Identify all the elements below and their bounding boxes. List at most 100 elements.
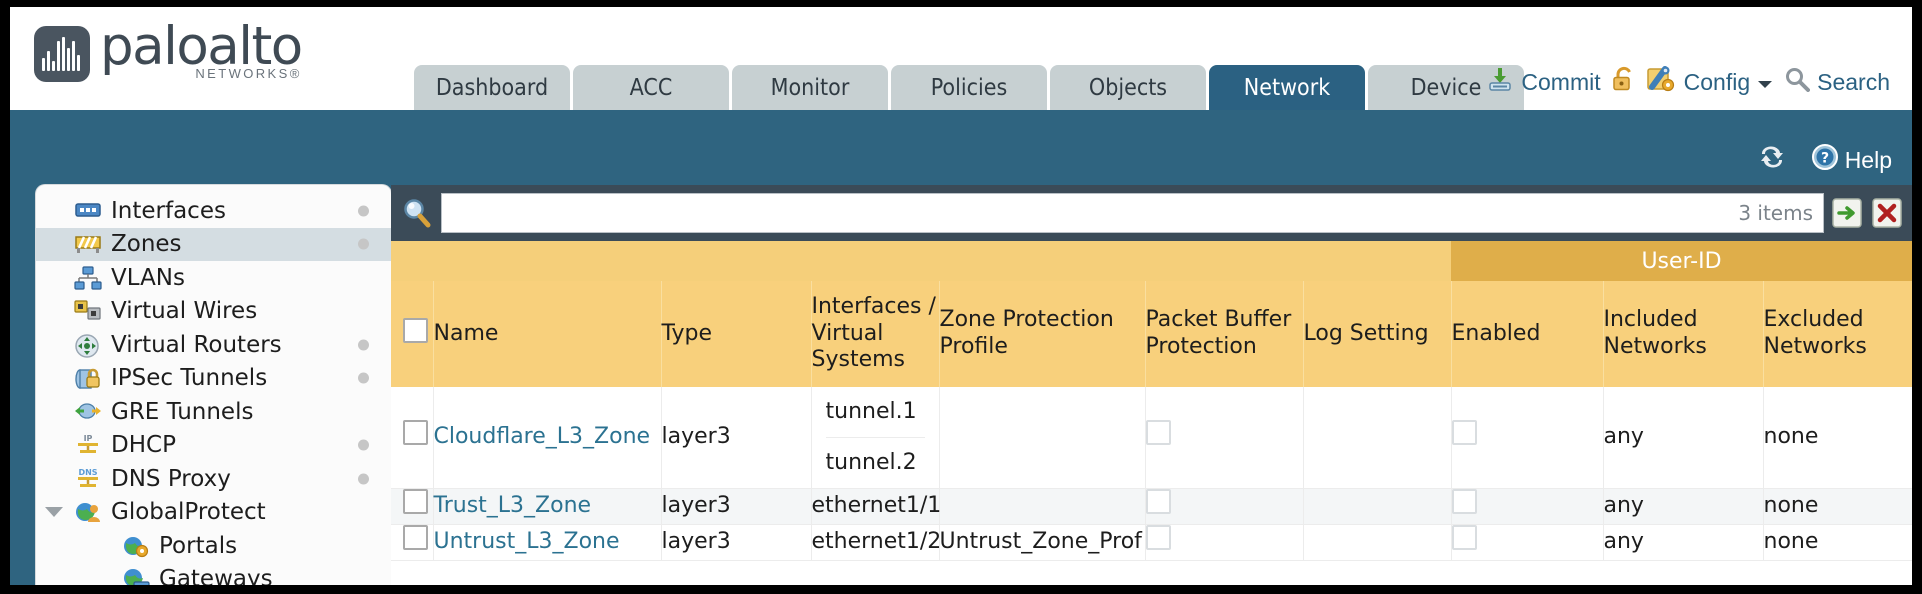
- tab-device[interactable]: Device: [1368, 65, 1524, 110]
- row-checkbox[interactable]: [403, 524, 428, 550]
- sidebar-item-virtual-routers[interactable]: Virtual Routers: [36, 328, 391, 362]
- column-header-interfaces-virtual-systems[interactable]: Interfaces / Virtual Systems: [811, 281, 940, 387]
- row-select-cell[interactable]: [391, 387, 434, 489]
- row-checkbox[interactable]: [403, 488, 428, 514]
- row-select-cell[interactable]: [391, 524, 434, 561]
- config-label: Config: [1683, 68, 1751, 95]
- expand-collapse-caret-icon[interactable]: [45, 507, 63, 518]
- refresh-button[interactable]: [1757, 144, 1793, 176]
- sidebar-item-zones[interactable]: Zones: [36, 227, 391, 261]
- column-header-excluded-networks[interactable]: Excluded Networks: [1763, 281, 1912, 387]
- column-header-type[interactable]: Type: [661, 281, 812, 387]
- sidebar-item-label: GlobalProtect: [111, 499, 266, 526]
- apply-filter-button[interactable]: [1830, 196, 1864, 230]
- sidebar-item-label: DHCP: [111, 432, 176, 459]
- interfaces-icon: [74, 199, 102, 223]
- group-header-spacer: [391, 241, 1451, 281]
- user-id-enabled-checkbox[interactable]: [1451, 524, 1477, 550]
- cell-log-setting: [1303, 524, 1452, 561]
- cell-excluded-networks: none: [1763, 524, 1912, 561]
- sidebar-item-virtual-wires[interactable]: Virtual Wires: [36, 295, 391, 329]
- cell-name[interactable]: Cloudflare_L3_Zone: [433, 387, 662, 489]
- column-header-packet-buffer-protection[interactable]: Packet Buffer Protection: [1145, 281, 1304, 387]
- cell-enabled[interactable]: [1451, 488, 1604, 525]
- tab-dashboard[interactable]: Dashboard: [414, 65, 570, 110]
- cell-name[interactable]: Untrust_L3_Zone: [433, 524, 662, 561]
- column-header-included-networks[interactable]: Included Networks: [1603, 281, 1764, 387]
- svg-text:IP: IP: [84, 434, 93, 443]
- row-select-cell[interactable]: [391, 488, 434, 525]
- filter-input-wrapper[interactable]: 3 items: [441, 193, 1824, 233]
- column-header-log-setting[interactable]: Log Setting: [1303, 281, 1452, 387]
- packet-buffer-protection-checkbox[interactable]: [1145, 488, 1171, 514]
- brand-wordmark: paloalto: [100, 16, 303, 77]
- commit-button[interactable]: Commit: [1486, 65, 1601, 99]
- column-header-zone-protection-profile[interactable]: Zone Protection Profile: [939, 281, 1146, 387]
- cell-name[interactable]: Trust_L3_Zone: [433, 488, 662, 525]
- search-label: Search: [1817, 68, 1890, 95]
- sidebar-item-portals[interactable]: Portals: [36, 529, 391, 563]
- sidebar-item-label: IPSec Tunnels: [111, 365, 268, 392]
- filter-search-icon[interactable]: [399, 195, 435, 231]
- zones-table-head: User-ID Name Type Interfaces / Virtual S…: [391, 241, 1912, 387]
- cell-excluded-networks: none: [1763, 387, 1912, 489]
- user-id-enabled-checkbox[interactable]: [1451, 488, 1477, 514]
- cell-zone-protection-profile: [939, 488, 1146, 525]
- table-row[interactable]: Untrust_L3_Zone layer3 ethernet1/2 Untru…: [391, 524, 1912, 561]
- sidebar-status-dot: [358, 238, 369, 250]
- table-row[interactable]: Cloudflare_L3_Zone layer3 tunnel.1 tunne…: [391, 387, 1912, 489]
- zones-table: User-ID Name Type Interfaces / Virtual S…: [391, 241, 1912, 561]
- tab-objects[interactable]: Objects: [1050, 65, 1206, 110]
- config-button[interactable]: Config: [1646, 65, 1773, 99]
- cell-enabled[interactable]: [1451, 387, 1604, 489]
- refresh-icon: [1757, 144, 1787, 176]
- column-header-enabled[interactable]: Enabled: [1451, 281, 1604, 387]
- help-button[interactable]: ? Help: [1811, 143, 1892, 177]
- sidebar-item-label: VLANs: [111, 264, 185, 291]
- cell-packet-buffer-protection[interactable]: [1145, 387, 1304, 489]
- sidebar-item-dns-proxy[interactable]: DNS DNS Proxy: [36, 462, 391, 496]
- row-checkbox[interactable]: [403, 419, 428, 445]
- user-id-enabled-checkbox[interactable]: [1451, 419, 1477, 445]
- cell-packet-buffer-protection[interactable]: [1145, 488, 1304, 525]
- cell-interfaces: ethernet1/2: [811, 524, 941, 561]
- sidebar-nav: Interfaces Zones: [36, 185, 391, 585]
- sidebar-item-label: GRE Tunnels: [111, 398, 254, 425]
- select-all-checkbox[interactable]: [403, 317, 428, 343]
- tab-network[interactable]: Network: [1209, 65, 1365, 110]
- table-row[interactable]: Trust_L3_Zone layer3 ethernet1/1 any: [391, 488, 1912, 525]
- packet-buffer-protection-checkbox[interactable]: [1145, 524, 1171, 550]
- column-header-row: Name Type Interfaces / Virtual Systems Z…: [391, 281, 1912, 387]
- virtual-wires-icon: [74, 299, 102, 323]
- padlock-icon: [1612, 65, 1636, 99]
- select-all-header[interactable]: [391, 281, 434, 387]
- tab-acc[interactable]: ACC: [573, 65, 729, 110]
- paloalto-logo: paloalto NETWORKS®: [34, 16, 303, 82]
- clear-filter-button[interactable]: [1870, 196, 1904, 230]
- cell-enabled[interactable]: [1451, 524, 1604, 561]
- tab-policies[interactable]: Policies: [891, 65, 1047, 110]
- main-nav-tabs: Dashboard ACC Monitor Policies Objects N…: [414, 65, 1524, 110]
- sidebar-item-label: Zones: [111, 231, 182, 258]
- zone-name-link[interactable]: Cloudflare_L3_Zone: [433, 424, 651, 450]
- sidebar-item-gateways[interactable]: Gateways: [36, 563, 391, 585]
- sidebar-item-ipsec-tunnels[interactable]: IPSec Tunnels: [36, 362, 391, 396]
- cell-packet-buffer-protection[interactable]: [1145, 524, 1304, 561]
- config-icon: [1646, 65, 1677, 99]
- sidebar-item-dhcp[interactable]: IP DHCP: [36, 429, 391, 463]
- column-header-name[interactable]: Name: [433, 281, 662, 387]
- sidebar-item-globalprotect[interactable]: GlobalProtect: [36, 496, 391, 530]
- tab-monitor[interactable]: Monitor: [732, 65, 888, 110]
- zone-name-link[interactable]: Untrust_L3_Zone: [433, 529, 620, 555]
- cell-interfaces: tunnel.1 tunnel.2: [811, 387, 940, 489]
- lock-button[interactable]: [1612, 65, 1636, 99]
- zone-name-link[interactable]: Trust_L3_Zone: [433, 493, 592, 519]
- search-button[interactable]: Search: [1784, 66, 1890, 98]
- packet-buffer-protection-checkbox[interactable]: [1145, 419, 1171, 445]
- sidebar-item-vlans[interactable]: VLANs: [36, 261, 391, 295]
- sidebar-item-gre-tunnels[interactable]: GRE Tunnels: [36, 395, 391, 429]
- sidebar-item-label: DNS Proxy: [111, 465, 231, 492]
- sidebar-item-interfaces[interactable]: Interfaces: [36, 194, 391, 228]
- content-pane: 3 items: [391, 185, 1912, 585]
